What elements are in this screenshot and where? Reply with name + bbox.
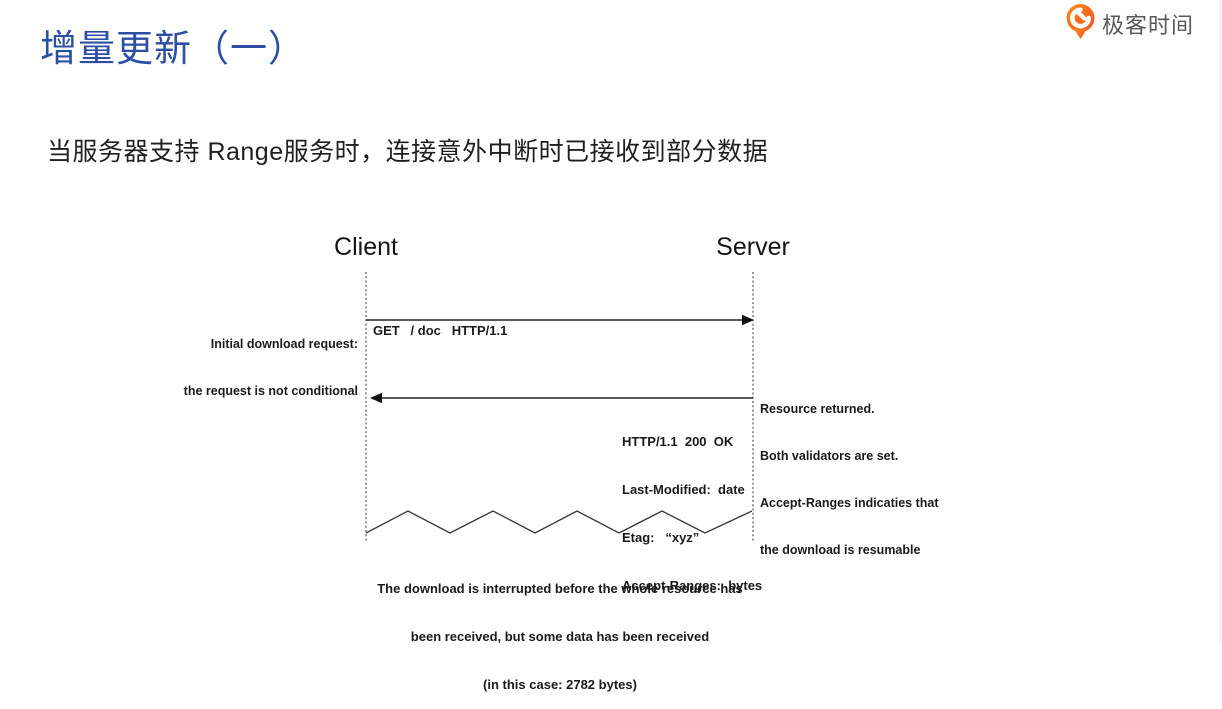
response-header-line: Etag: “xyz”	[622, 530, 700, 545]
response-annotation-line: Both validators are set.	[760, 448, 899, 463]
response-header-line: Last-Modified: date	[622, 482, 745, 497]
geektime-pin-icon	[1064, 3, 1097, 45]
caption-line: The download is interrupted before the w…	[377, 581, 743, 596]
request-message: GET / doc HTTP/1.1	[373, 323, 508, 338]
request-annotation-line: Initial download request:	[210, 337, 358, 352]
request-annotation-line: the request is not conditional	[183, 383, 358, 398]
request-arrowhead	[742, 314, 754, 326]
response-headers: HTTP/1.1 200 OK Last-Modified: date Etag…	[622, 402, 762, 610]
server-label: Server	[716, 233, 790, 261]
response-annotation-line: Resource returned.	[760, 402, 875, 417]
response-annotation: Resource returned. Both validators are s…	[760, 371, 939, 574]
interruption-caption: The download is interrupted before the w…	[377, 549, 743, 709]
slide-subtitle: 当服务器支持 Range服务时，连接意外中断时已接收到部分数据	[47, 138, 769, 166]
response-annotation-line: Accept-Ranges indicaties that	[760, 495, 939, 510]
geektime-logo-text: 极客时间	[1101, 13, 1194, 38]
response-header-line: HTTP/1.1 200 OK	[622, 434, 734, 449]
response-arrowhead	[370, 392, 382, 404]
page-title: 增量更新（一）	[40, 28, 306, 69]
caption-line: (in this case: 2782 bytes)	[483, 677, 637, 692]
response-annotation-line: the download is resumable	[760, 542, 921, 557]
geektime-logo: 极客时间	[1064, 3, 1194, 45]
request-annotation: Initial download request: the request is…	[184, 306, 358, 415]
response-header-line: Accept-Ranges: bytes	[622, 578, 763, 593]
client-label: Client	[334, 233, 398, 261]
caption-line: been received, but some data has been re…	[410, 629, 710, 644]
right-edge-strip	[1219, 0, 1222, 643]
